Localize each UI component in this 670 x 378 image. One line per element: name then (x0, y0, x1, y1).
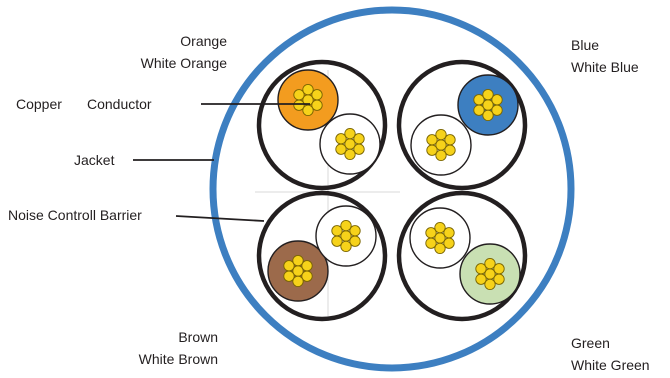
copper-strand (475, 273, 487, 285)
copper-strand (353, 133, 365, 145)
blue-pair-ring (396, 59, 528, 191)
label-white-blue: White Blue (571, 59, 639, 75)
green-pair-white-strands (425, 221, 455, 255)
copper-strand (302, 104, 314, 117)
cable-jacket (209, 6, 575, 372)
copper-strand (293, 99, 305, 111)
copper-strand (434, 221, 446, 234)
copper-strand (283, 260, 295, 272)
leader-noise-barrier (175, 215, 265, 222)
copper-strand (425, 227, 437, 239)
label-white-brown: White Brown (138, 351, 218, 367)
blue-pair-colored-strands (473, 88, 503, 122)
copper-strand (293, 89, 305, 101)
copper-strand (473, 104, 485, 116)
copper-strand (344, 148, 356, 161)
label-blue: Blue (571, 37, 600, 53)
label-noise-barrier: Noise Controll Barrier (8, 207, 142, 223)
copper-strand (331, 225, 343, 237)
orange-pair-colored-strands (293, 83, 323, 117)
label-white-orange: White Orange (140, 55, 227, 71)
copper-strand (311, 89, 323, 101)
orange-pair-white-strands (335, 127, 365, 161)
copper-strand (335, 133, 347, 145)
copper-strand (491, 94, 503, 106)
copper-strand (426, 144, 438, 156)
label-green: Green (571, 335, 610, 351)
brown-pair-white-strands (331, 219, 361, 253)
label-orange: Orange (180, 33, 227, 49)
copper-strand (434, 242, 446, 255)
label-copper: Copper (16, 96, 62, 112)
label-conductor: Conductor (87, 96, 152, 112)
copper-strand (340, 240, 352, 253)
label-brown: Brown (178, 329, 218, 345)
copper-strand (292, 275, 304, 288)
green-pair-ring (396, 190, 528, 322)
blue-pair-white-strands (426, 128, 456, 162)
copper-strand (435, 128, 447, 141)
copper-strand (344, 127, 356, 140)
copper-strand (425, 237, 437, 249)
copper-strand (482, 88, 494, 101)
copper-strand (493, 263, 505, 275)
green-pair-colored-strands (475, 257, 505, 291)
copper-strand (435, 149, 447, 162)
copper-strand (283, 270, 295, 282)
copper-strand (349, 225, 361, 237)
copper-strand (340, 219, 352, 232)
copper-strand (484, 257, 496, 270)
copper-strand (335, 143, 347, 155)
copper-strand (475, 263, 487, 275)
copper-strand (484, 278, 496, 291)
brown-pair-colored-strands (283, 254, 313, 288)
copper-strand (301, 260, 313, 272)
copper-strand (426, 134, 438, 146)
copper-strand (302, 83, 314, 96)
copper-strand (444, 134, 456, 146)
label-jacket: Jacket (74, 152, 115, 168)
brown-pair-ring (256, 190, 388, 322)
copper-strand (473, 94, 485, 106)
orange-pair-ring (256, 59, 388, 191)
copper-strand (443, 227, 455, 239)
copper-strand (292, 254, 304, 267)
copper-strand (331, 235, 343, 247)
label-white-green: White Green (571, 357, 650, 373)
copper-strand (482, 109, 494, 122)
